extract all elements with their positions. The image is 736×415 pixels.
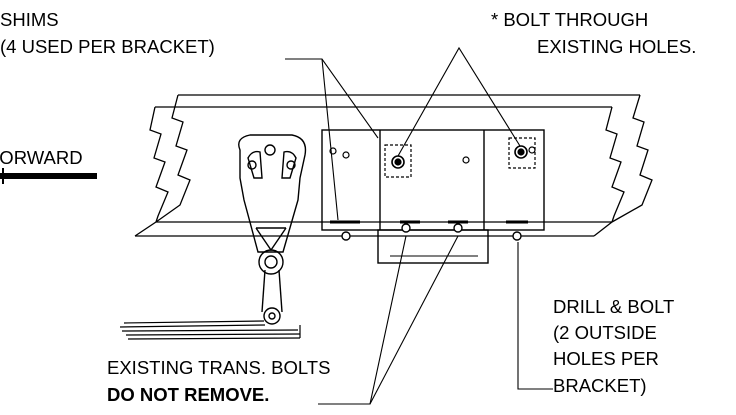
- bolt-through-label-line2: EXISTING HOLES.: [537, 36, 696, 57]
- shims-label-line2: (4 USED PER BRACKET): [0, 36, 215, 57]
- existing-bolts-label-line2: DO NOT REMOVE.: [107, 384, 269, 405]
- bracket-holes: [329, 137, 536, 178]
- leaf-spring: [119, 320, 301, 340]
- shims-label-line1: SHIMS: [0, 9, 59, 30]
- drill-bolt-label-line3: HOLES PER: [553, 348, 659, 369]
- forward-label: FORWARD: [0, 147, 83, 168]
- mounting-bracket: [321, 129, 545, 264]
- spring-hanger: [238, 134, 307, 325]
- drill-bolt-label-line2: (2 OUTSIDE: [553, 322, 657, 343]
- drill-bolt-label-line4: BRACKET): [553, 375, 647, 396]
- drill-bolt-label-line1: DRILL & BOLT: [553, 296, 674, 317]
- leader-lines: [285, 46, 553, 405]
- forward-arrow: [0, 168, 97, 184]
- frame-bolts: [341, 223, 522, 241]
- existing-bolts-label-line1: EXISTING TRANS. BOLTS: [107, 357, 330, 378]
- bolt-through-label-line1: * BOLT THROUGH: [491, 9, 648, 30]
